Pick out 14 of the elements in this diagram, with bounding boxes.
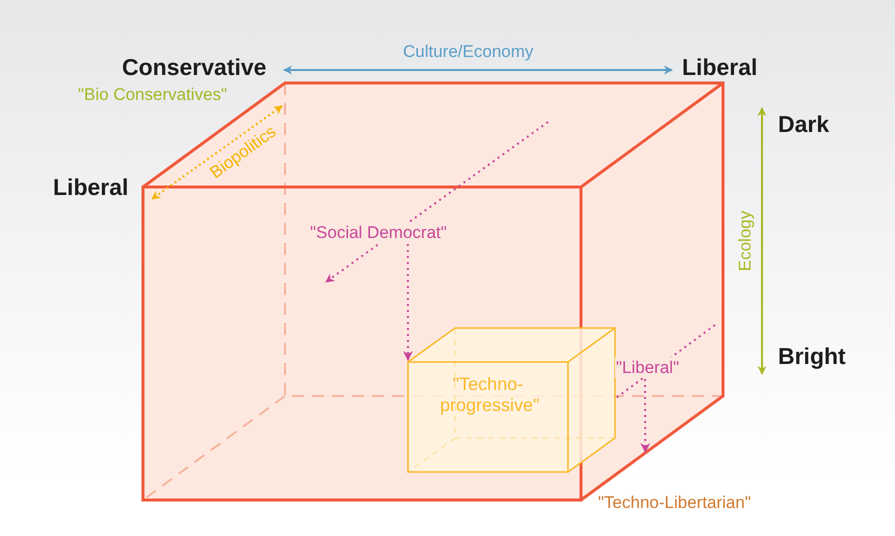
group-label: "Bio Conservatives" — [78, 86, 228, 103]
pole-label: Bright — [778, 345, 846, 368]
arrow — [640, 379, 650, 454]
arrow — [402, 244, 413, 361]
group-label: "Liberal" — [615, 357, 680, 378]
pole-label: Conservative — [122, 56, 266, 79]
axis-label: Culture/Economy — [403, 43, 534, 60]
pole-label: Liberal — [53, 176, 128, 199]
group-label: "Techno-Libertarian" — [598, 494, 751, 511]
pole-label: Dark — [778, 113, 830, 136]
group-label: "Social Democrat" — [309, 222, 448, 243]
axis-label: Ecology — [736, 210, 754, 272]
pole-label: Liberal — [682, 56, 758, 79]
group-label: "Techno-progressive" — [439, 374, 540, 416]
